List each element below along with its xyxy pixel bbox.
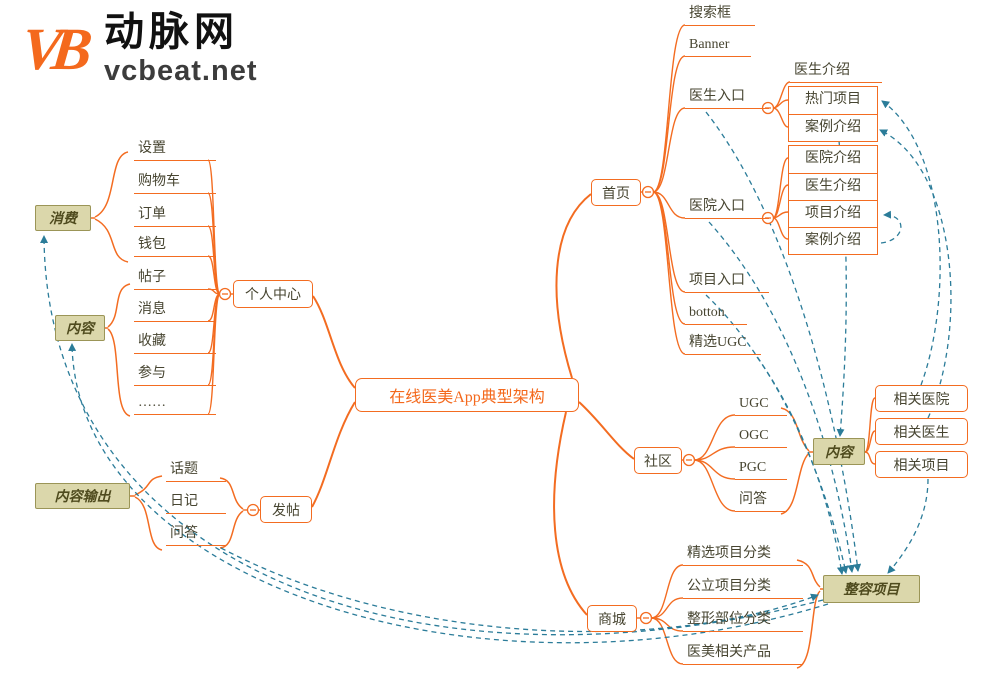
topic-doctor-entry[interactable]: 医生入口 (685, 88, 769, 109)
brand-domain: vcbeat.net (104, 55, 258, 87)
toggle-mall[interactable] (639, 611, 653, 625)
group-consumption[interactable]: 消费 (35, 205, 91, 231)
node-community[interactable]: 社区 (634, 447, 682, 474)
topic-diary[interactable]: 日记 (166, 493, 226, 514)
topic-hot-projects[interactable]: 热门项目 (805, 92, 861, 107)
rowbox-doctor-entry: 热门项目 案例介绍 (788, 86, 878, 142)
group-cosmetic-projects[interactable]: 整容项目 (823, 575, 920, 603)
topic-ellipsis[interactable]: …… (134, 394, 216, 415)
topic-topics[interactable]: 话题 (166, 461, 226, 482)
topic-posts[interactable]: 帖子 (134, 269, 216, 290)
topic-qa-post[interactable]: 问答 (166, 525, 226, 546)
topic-public-categories[interactable]: 公立项目分类 (683, 578, 803, 599)
topic-banner[interactable]: Banner (685, 36, 751, 57)
topic-hospital-entry[interactable]: 医院入口 (685, 198, 769, 219)
toggle-post[interactable] (246, 503, 260, 517)
toggle-home[interactable] (641, 185, 655, 199)
topic-doctor-intro[interactable]: 医生介绍 (790, 62, 882, 83)
topic-messages[interactable]: 消息 (134, 301, 216, 322)
topic-doctor-intro-hosp[interactable]: 医生介绍 (789, 173, 877, 200)
cross-link-arrows (40, 100, 952, 644)
topic-ogc[interactable]: OGC (735, 427, 787, 448)
topic-project-intro[interactable]: 项目介绍 (789, 200, 877, 227)
brand-logo: VB 动脉网 vcbeat.net (19, 10, 258, 88)
topic-project-entry[interactable]: 项目入口 (685, 272, 769, 293)
topic-cart[interactable]: 购物车 (134, 173, 216, 194)
topic-orders[interactable]: 订单 (134, 206, 216, 227)
group-content-right[interactable]: 内容 (813, 438, 865, 465)
topic-qa-community[interactable]: 问答 (735, 491, 787, 512)
sub-branches (207, 24, 876, 665)
rowbox-hospital-entry: 医院介绍 医生介绍 项目介绍 案例介绍 (788, 145, 878, 255)
topic-related-doctors[interactable]: 相关医生 (875, 418, 968, 445)
topic-wallet[interactable]: 钱包 (134, 236, 216, 257)
topic-related-projects[interactable]: 相关项目 (875, 451, 968, 478)
node-central-topic[interactable]: 在线医美App典型架构 (355, 378, 579, 412)
node-personal-center[interactable]: 个人中心 (233, 280, 313, 308)
topic-botton[interactable]: botton (685, 304, 747, 325)
topic-featured-ugc[interactable]: 精选UGC (685, 334, 761, 355)
toggle-community[interactable] (682, 453, 696, 467)
topic-participation[interactable]: 参与 (134, 365, 216, 386)
main-branches (311, 193, 635, 616)
vcbeat-logo-icon: VB (18, 16, 86, 82)
group-content-left[interactable]: 内容 (55, 315, 105, 341)
brand-title: 动脉网 (104, 10, 240, 54)
topic-settings[interactable]: 设置 (134, 140, 216, 161)
topic-related-products[interactable]: 医美相关产品 (683, 644, 803, 665)
group-content-output[interactable]: 内容输出 (35, 483, 130, 509)
topic-hospital-intro[interactable]: 医院介绍 (805, 151, 861, 166)
topic-featured-categories[interactable]: 精选项目分类 (683, 545, 803, 566)
brand-text: 动脉网 vcbeat.net (104, 10, 257, 88)
node-post[interactable]: 发帖 (260, 496, 312, 523)
toggle-personal-center[interactable] (218, 287, 232, 301)
topic-search-box[interactable]: 搜索框 (685, 5, 755, 26)
topic-favorites[interactable]: 收藏 (134, 333, 216, 354)
topic-case-intro-hospital[interactable]: 案例介绍 (789, 227, 877, 254)
topic-bodypart-categories[interactable]: 整形部位分类 (683, 611, 803, 632)
node-mall[interactable]: 商城 (587, 605, 637, 632)
topic-ugc[interactable]: UGC (735, 395, 787, 416)
topic-case-intro-doctor[interactable]: 案例介绍 (789, 114, 877, 141)
group-braces (91, 151, 823, 669)
node-home[interactable]: 首页 (591, 179, 641, 206)
topic-pgc[interactable]: PGC (735, 459, 787, 480)
topic-related-hospitals[interactable]: 相关医院 (875, 385, 968, 412)
